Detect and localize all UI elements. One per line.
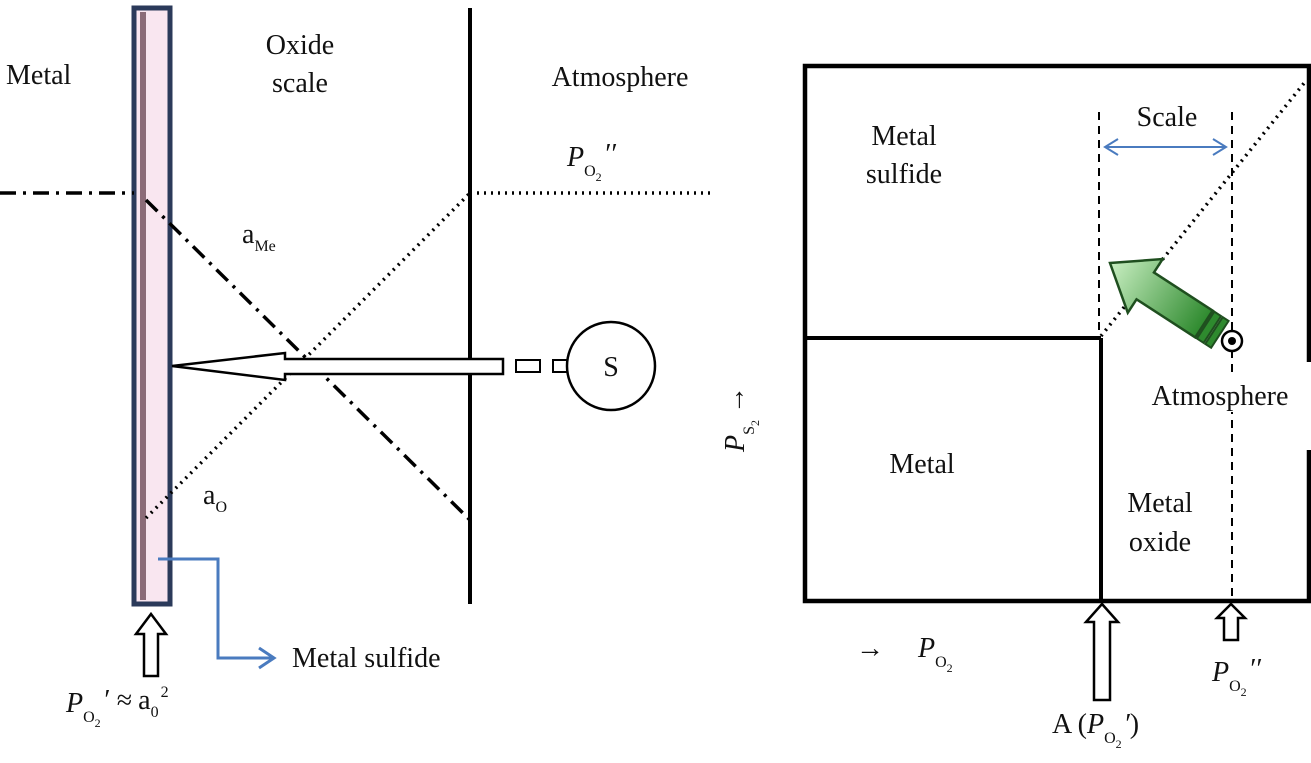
- metal-oxide-interface-bar: [131, 5, 173, 607]
- po2-axis-label: →PO2: [856, 633, 953, 675]
- scale-label: Scale: [1137, 102, 1198, 133]
- metal-activity-gradient-line: [144, 198, 472, 522]
- oxygen-activity-label: aO: [203, 480, 227, 516]
- phase-diagram-frame: [802, 63, 1311, 604]
- metal-sulfide-label: Metal sulfide: [292, 643, 441, 674]
- metal-oxide-region-line1: Metal: [1127, 488, 1193, 519]
- scale-arrow-head-right: [1212, 138, 1228, 156]
- metal-activity-label: aMe: [242, 219, 276, 255]
- right-diagram: Scale Metal sulfide Metal Metal oxide At…: [720, 63, 1311, 751]
- po2-prime-arrow: [133, 611, 169, 678]
- source-label: S: [603, 352, 619, 383]
- metal-sulfide-region-line1: Metal: [871, 121, 937, 152]
- metal-sulfide-layer: [140, 12, 146, 600]
- po2-double-prime-arrow: [1213, 602, 1249, 642]
- point-a-label: A (PO2′): [1052, 709, 1139, 751]
- reaction-path-dotted: [1099, 80, 1307, 338]
- ps2-axis-label: PS2→: [720, 386, 762, 453]
- po2-double-prime-label-right: PO2′′: [1211, 654, 1262, 699]
- left-diagram: S Metal Oxide scale Atmosphere PO2′′ aMe…: [0, 5, 710, 730]
- metal-sulfide-pointer: [158, 557, 272, 660]
- probe-arrow: [171, 351, 505, 382]
- metal-region-label-right: Metal: [889, 449, 955, 480]
- atmosphere-point-inner: [1228, 337, 1236, 345]
- metal-sulfide-region-line2: sulfide: [866, 159, 942, 190]
- source-circle: [565, 320, 657, 412]
- atmosphere-label-right: Atmosphere: [1152, 381, 1289, 412]
- atmosphere-label-bg: [1137, 378, 1307, 412]
- oxygen-activity-gradient-line: [144, 191, 472, 520]
- oxide-scale-label-line1: Oxide: [266, 30, 334, 61]
- point-a-arrow: [1083, 602, 1121, 702]
- scale-arrow-head-left: [1103, 138, 1119, 156]
- green-arrow: [1108, 257, 1230, 350]
- po2-prime-equation: PO2′≈a02: [65, 684, 169, 730]
- atmosphere-label: Atmosphere: [552, 62, 689, 93]
- po2-double-prime-label: PO2′′: [566, 139, 617, 184]
- oxide-scale-label-line2: scale: [272, 68, 328, 99]
- metal-sulfide-pointer-head: [258, 646, 277, 670]
- metal-oxide-region-line2: oxide: [1129, 527, 1191, 558]
- metal-region-label: Metal: [6, 60, 72, 91]
